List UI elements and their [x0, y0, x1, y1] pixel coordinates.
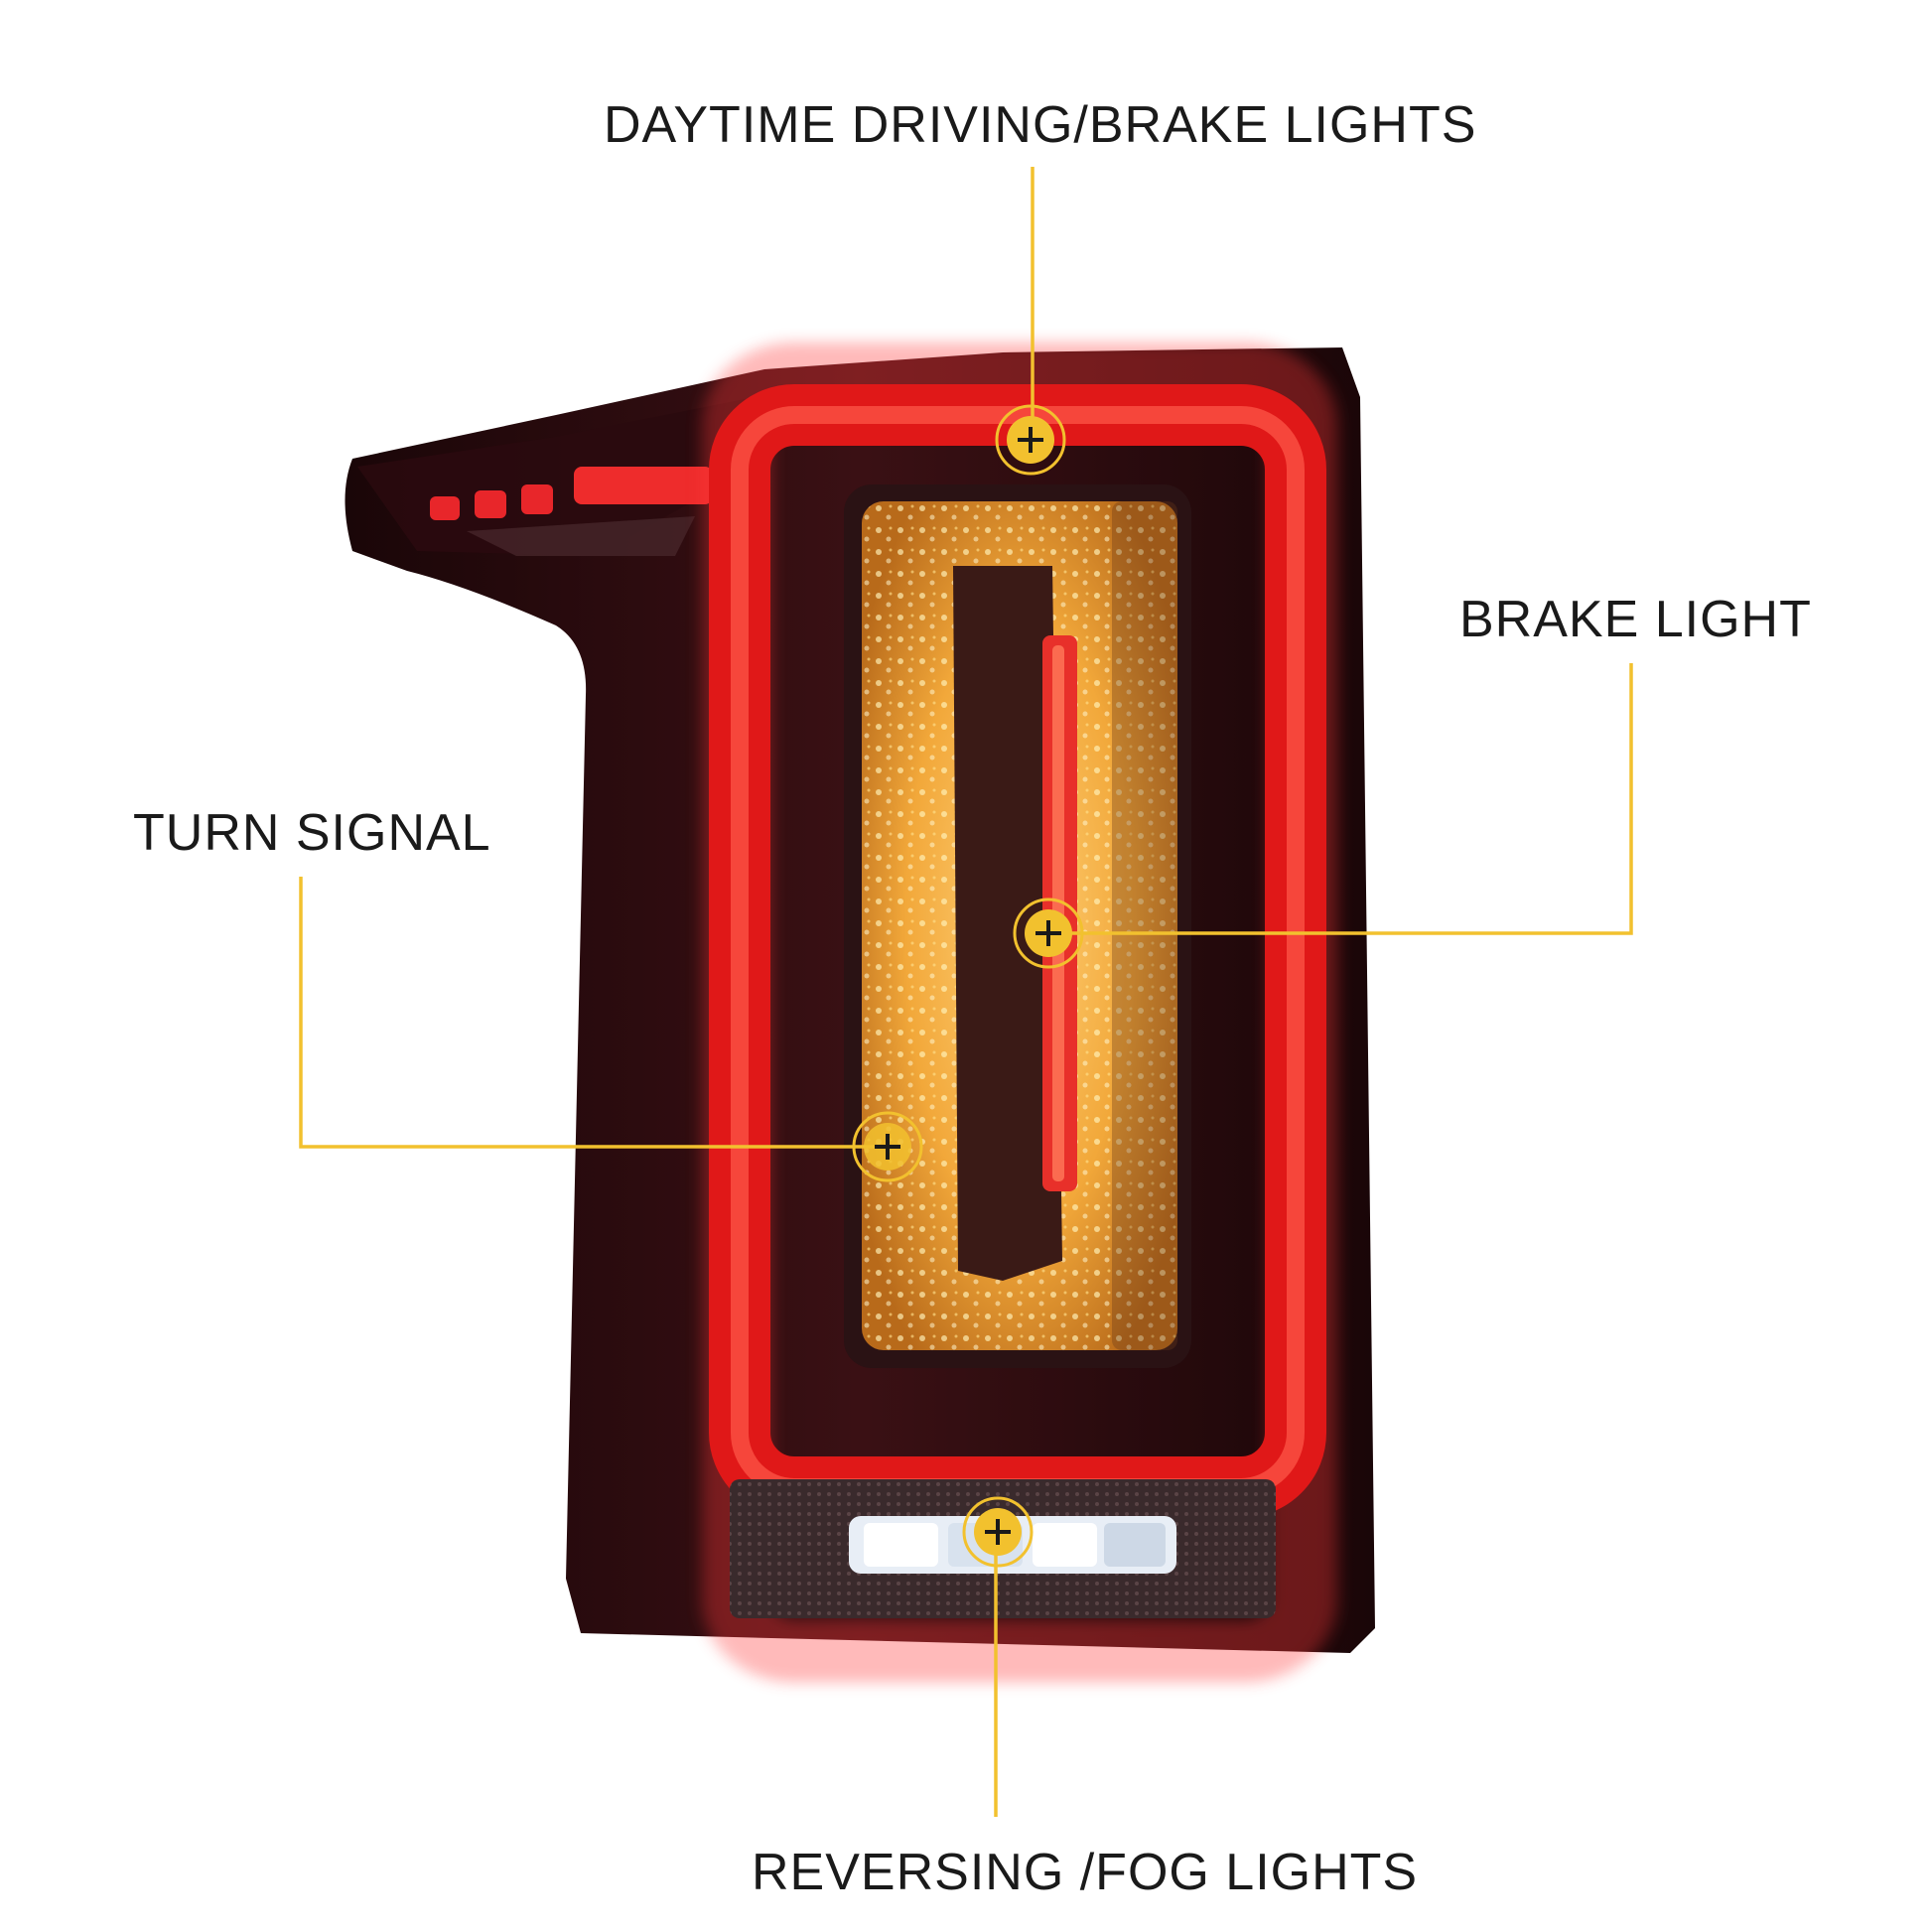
plus-circle-icon — [852, 1111, 923, 1182]
plus-circle-icon — [995, 404, 1066, 476]
amber-panel-shade — [1112, 501, 1177, 1350]
arm-led-1 — [430, 496, 460, 520]
turn-signal-label: TURN SIGNAL — [133, 804, 491, 862]
arm-reflector — [467, 516, 695, 556]
plus-circle-icon — [962, 1496, 1034, 1568]
arm-led-4 — [574, 467, 713, 504]
drl-brake-label: DAYTIME DRIVING/BRAKE LIGHTS — [604, 96, 1477, 154]
arm-led-3 — [521, 484, 553, 514]
brake-light-label: BRAKE LIGHT — [1459, 591, 1812, 648]
reverse-lens-segment-4 — [1104, 1523, 1166, 1567]
plus-circle-icon — [1013, 897, 1084, 969]
reverse-lens-segment-3 — [1033, 1523, 1097, 1567]
arm-led-2 — [475, 490, 506, 518]
turn-callout-line — [299, 877, 886, 1149]
center-bar — [953, 566, 1062, 1281]
reversing-fog-label: REVERSING /FOG LIGHTS — [752, 1844, 1419, 1901]
brake-callout-line — [1048, 663, 1633, 935]
reverse-lens-segment-1 — [864, 1523, 938, 1567]
callout-lines — [299, 167, 1633, 1817]
